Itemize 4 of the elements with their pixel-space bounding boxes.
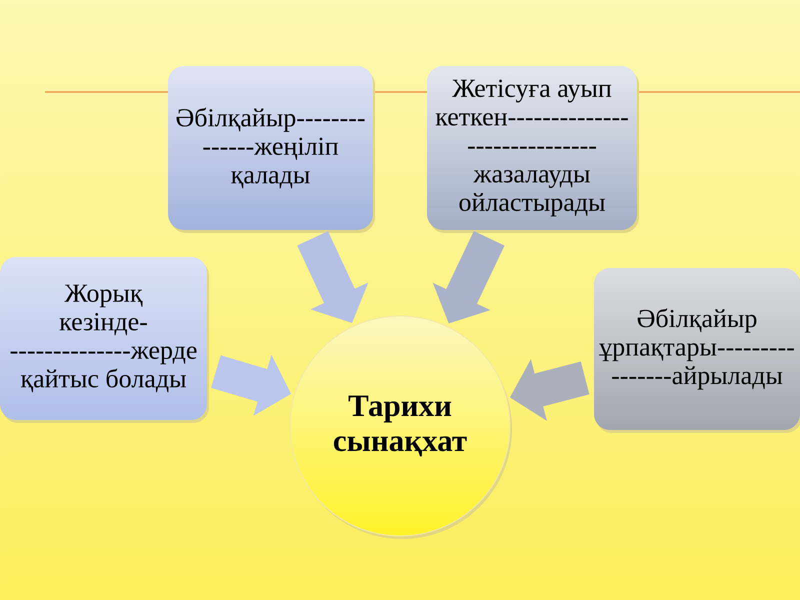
rounded-box: Жетісуға ауып кеткен----------------------------- жазалауды ойластырады	[427, 66, 639, 233]
rounded-box: Әбілқайыр--------------жеңіліп қалады	[168, 66, 375, 233]
rounded-box: Әбілқайыр ұрпақтары----------------айрылады	[594, 268, 800, 433]
rounded-box: Жорық кезінде---------------жерде қайтыс болады	[0, 257, 209, 423]
